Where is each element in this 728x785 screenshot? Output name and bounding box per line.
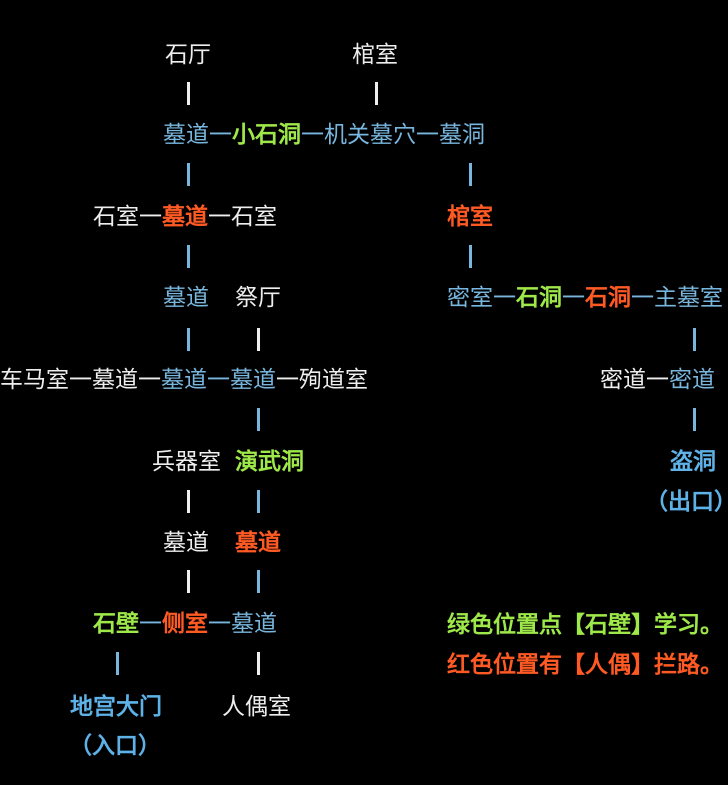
row-5-left: 车马室一墓道一墓道一墓道一殉道室	[0, 366, 368, 394]
connector-line	[469, 245, 472, 268]
node-stone-cave-green: 石洞	[516, 285, 562, 311]
node-main-tomb-chamber: 一主墓室	[631, 285, 723, 311]
node-coffin-room-top: 棺室	[352, 42, 398, 68]
node-armory: 兵器室	[152, 449, 221, 475]
connector-line	[187, 490, 190, 513]
node-robber-hole: 盗洞	[670, 449, 716, 475]
connector-line	[469, 163, 472, 186]
node-secret-passage: 密道一	[600, 367, 669, 393]
node-stone-wall: 石壁	[93, 611, 139, 637]
connector-line	[116, 652, 119, 675]
connector-line	[257, 570, 260, 593]
node-puppet-room: 人偶室	[222, 694, 291, 720]
connector-line	[187, 328, 190, 351]
node-tomb-passage: 墓道一	[163, 122, 232, 148]
path-dash: 一	[139, 611, 162, 637]
exit-label: （出口）	[645, 489, 728, 515]
node-coffin-room-puppet: 棺室	[447, 204, 493, 230]
connector-line	[187, 570, 190, 593]
entrance-label: （入口）	[69, 733, 161, 759]
row-5-right: 密道一密道	[600, 366, 715, 394]
node-tomb-passage: 墓道	[163, 530, 209, 556]
connector-line	[693, 408, 696, 431]
node-martyr-room: 一殉道室	[276, 367, 368, 393]
row-4-right: 密室一石洞一石洞一主墓室	[447, 284, 723, 312]
node-small-stone-cave: 小石洞	[232, 122, 301, 148]
node-side-room-puppet: 侧室	[162, 611, 208, 637]
legend-green: 绿色位置点【石壁】学习。	[447, 612, 723, 638]
node-trap-chamber-to-tomb-cave: 一机关墓穴一墓洞	[301, 122, 485, 148]
main-path-row-2: 墓道一小石洞一机关墓穴一墓洞	[163, 121, 485, 149]
row-8: 石壁一侧室一墓道	[93, 610, 277, 638]
connector-line	[693, 328, 696, 351]
connector-line	[187, 82, 190, 105]
node-stone-cave-red: 石洞	[585, 285, 631, 311]
connector-line	[187, 245, 190, 268]
node-secret-room: 密室一	[447, 285, 516, 311]
connector-line	[257, 328, 260, 351]
node-martial-cave: 演武洞	[235, 449, 304, 475]
node-sacrifice-hall: 祭厅	[235, 285, 281, 311]
connector-line	[375, 82, 378, 105]
node-tomb-passage: 墓道	[231, 611, 277, 637]
node-stone-hall: 石厅	[165, 42, 211, 68]
row-3-left: 石室一墓道一石室	[93, 203, 277, 231]
node-tomb-passage: 墓道	[163, 285, 209, 311]
node-stone-room: 石室一	[93, 204, 162, 230]
node-tomb-passage-puppet: 墓道	[235, 530, 281, 556]
node-stone-room: 一石室	[208, 204, 277, 230]
path-dash: 一	[562, 285, 585, 311]
node-tomb-passages-path: 墓道一墓道	[161, 367, 276, 393]
connector-line	[257, 408, 260, 431]
node-chariot-room: 车马室一墓道一	[0, 367, 161, 393]
legend-red: 红色位置有【人偶】拦路。	[447, 652, 723, 678]
node-secret-passage-path: 密道	[669, 367, 715, 393]
connector-line	[257, 652, 260, 675]
node-tomb-passage-puppet: 墓道	[162, 204, 208, 230]
connector-line	[187, 163, 190, 186]
node-palace-gate: 地宫大门	[70, 694, 162, 720]
path-dash: 一	[208, 611, 231, 637]
connector-line	[257, 490, 260, 513]
